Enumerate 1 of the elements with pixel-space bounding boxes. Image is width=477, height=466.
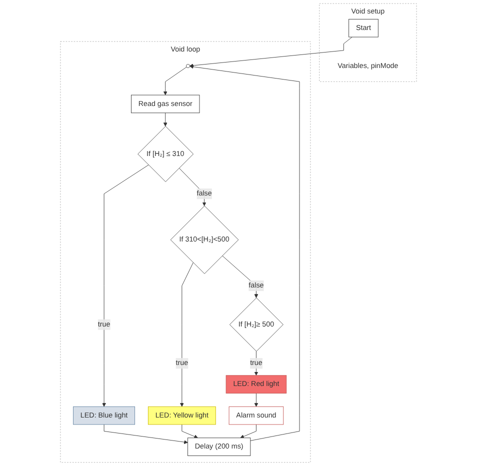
node-circle xyxy=(186,64,190,68)
